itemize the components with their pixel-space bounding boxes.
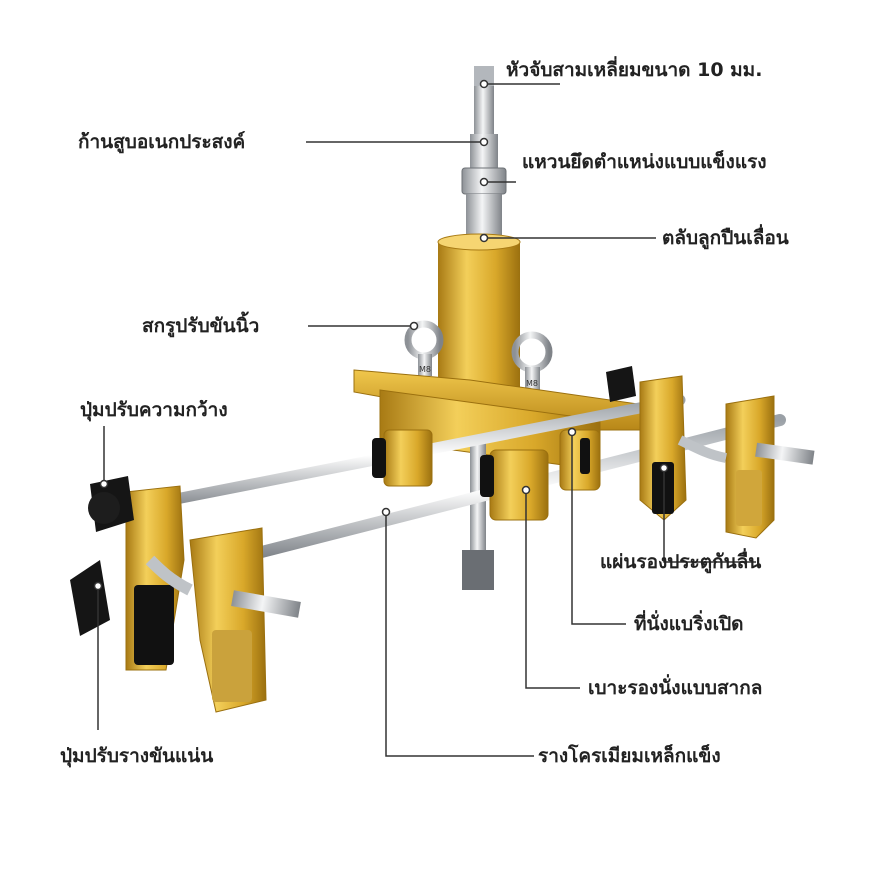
leader-anti-slip-pad (663, 468, 756, 563)
triangle-chuck (474, 66, 494, 86)
leader-lines (97, 83, 756, 757)
universal-seat (480, 449, 549, 521)
leader-dots (93, 79, 669, 591)
eye-bolt-mark-left: M8 (419, 365, 431, 374)
micro-adjust-screw-left: M8 (404, 320, 444, 376)
clamp-right-front (677, 395, 815, 539)
clamp-left-back (125, 485, 185, 671)
label-rail-knob: ปุ่มปรับรางขันแน่น (60, 745, 214, 767)
label-triangle-chuck: หัวจับสามเหลี่ยมขนาด 10 มม. (506, 59, 763, 81)
label-sliding-bearing: ตลับลูกปืนเลื่อน (662, 227, 789, 249)
label-open-seat: ที่นั่งแบริ่งเปิด (634, 613, 744, 635)
label-chrome-rail: รางโครเมียมเหล็กแข็ง (538, 745, 721, 767)
eye-bolt-mark-right: M8 (526, 379, 538, 388)
leader-open-seat (571, 432, 626, 625)
micro-adjust-screw-right: M8 (511, 331, 553, 391)
rear-slider (372, 429, 433, 487)
multipurpose-shaft (461, 66, 507, 238)
leader-universal-seat (525, 490, 580, 689)
label-fixed-ring: แหวนยึดตำแหน่งแบบแข็งแรง (522, 151, 767, 173)
label-universal-seat: เบาะรองนั่งแบบสากล (588, 677, 763, 699)
leader-chrome-rail (385, 512, 534, 757)
width-adjust-knob (88, 476, 134, 532)
clamp-right-back (606, 366, 687, 521)
rail-tighten-knob (70, 560, 110, 636)
label-width-knob: ปุ่มปรับความกว้าง (80, 399, 228, 421)
label-anti-slip-pad: แผ่นรองประตูกันลื่น (600, 551, 762, 573)
label-micro-screw: สกรูปรับขันนิ้ว (142, 315, 260, 337)
sliding-bearing (437, 233, 521, 392)
label-multipurpose-shaft: ก้านสูบอเนกประสงค์ (78, 131, 246, 153)
clamp-left-front (145, 527, 301, 713)
open-bearing-seat (559, 429, 601, 491)
